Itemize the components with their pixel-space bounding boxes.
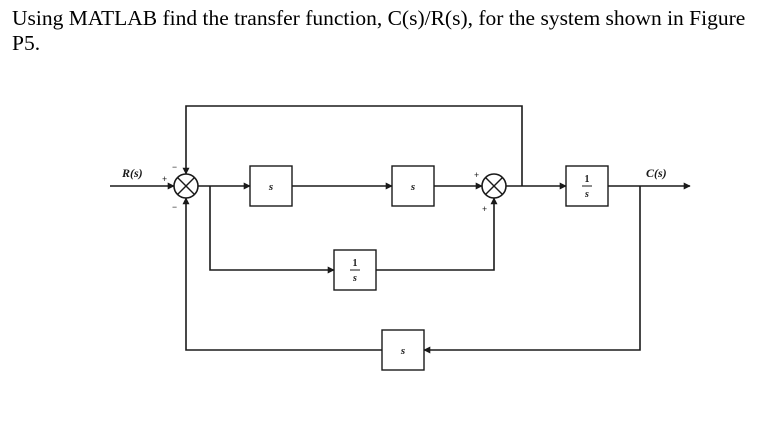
sj1-top-sign: − xyxy=(172,162,177,172)
summing-junction-1 xyxy=(173,173,199,199)
block-5-label: s xyxy=(400,345,405,357)
block-1-label: s xyxy=(268,181,273,193)
block-2-label: s xyxy=(410,181,415,193)
bottom-feedback-out xyxy=(182,197,382,351)
input-label: R(s) xyxy=(121,166,143,180)
sj1-bottom-sign: − xyxy=(172,202,177,212)
block-4: 1 s xyxy=(565,165,609,207)
sj2-top-sign: + xyxy=(474,170,479,180)
block-1: s xyxy=(249,165,293,207)
block-5: s xyxy=(381,329,425,371)
block-4-numerator: 1 xyxy=(585,174,590,185)
bottom-feedback-in xyxy=(423,186,641,354)
output-label: C(s) xyxy=(646,166,667,180)
top-feedback-wire xyxy=(182,105,523,186)
block-4-denominator: s xyxy=(584,189,589,200)
sj1-left-sign: + xyxy=(162,174,167,184)
block-3-denominator: s xyxy=(352,273,357,284)
block-3-numerator: 1 xyxy=(353,258,358,269)
middle-path-out xyxy=(376,197,498,271)
sj2-bottom-sign: + xyxy=(482,204,487,214)
question-text: Using MATLAB find the transfer function,… xyxy=(12,6,746,55)
block-2: s xyxy=(391,165,435,207)
block-3: 1 s xyxy=(333,249,377,291)
middle-path-in xyxy=(209,186,335,274)
summing-junction-2 xyxy=(481,173,507,199)
